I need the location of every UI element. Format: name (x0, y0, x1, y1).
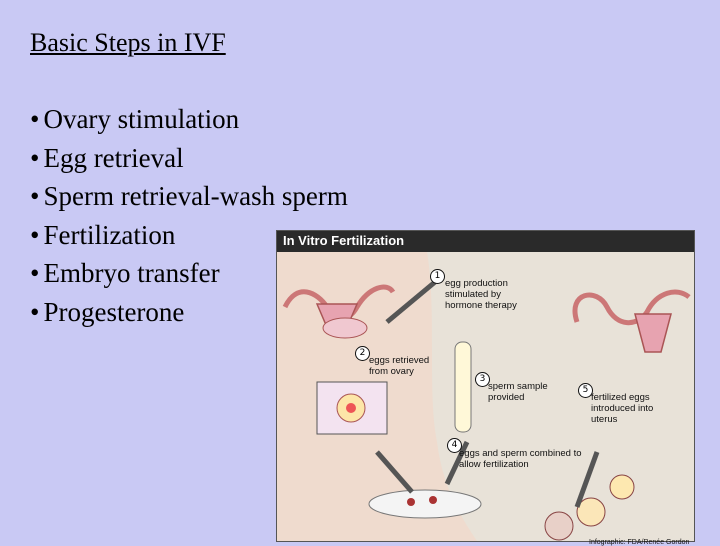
bullet-item: Progesterone (30, 293, 348, 332)
bullet-list: Ovary stimulation Egg retrieval Sperm re… (30, 100, 348, 332)
step-number: 5 (578, 383, 593, 398)
step-label: egg production stimulated by hormone the… (445, 278, 517, 311)
bullet-item: Ovary stimulation (30, 100, 348, 139)
bullet-item: Fertilization (30, 216, 348, 255)
bullet-item: Sperm retrieval-wash sperm (30, 177, 347, 216)
ivf-infographic: In Vitro Fertilization (276, 230, 695, 546)
step-label: fertilized eggs introduced into uterus (591, 392, 654, 425)
infographic-body: 1 egg production stimulated by hormone t… (277, 252, 694, 546)
ivf-illustration (277, 252, 691, 541)
infographic-title: In Vitro Fertilization (283, 233, 405, 248)
step-number: 4 (447, 438, 462, 453)
slide-title: Basic Steps in IVF (30, 28, 226, 57)
infographic-credit: Infographic: FDA/Renée Gordon (589, 539, 690, 546)
step-label: sperm sample provided (488, 381, 548, 403)
infographic-header: In Vitro Fertilization (277, 231, 694, 252)
step-number: 3 (475, 372, 490, 387)
step-label: eggs retrieved from ovary (369, 355, 430, 377)
bullet-item: Egg retrieval (30, 139, 348, 178)
step-label: eggs and sperm combined to allow fertili… (459, 448, 582, 470)
bullet-item: Embryo transfer (30, 254, 348, 293)
step-number: 2 (355, 346, 370, 361)
step-number: 1 (430, 269, 445, 284)
